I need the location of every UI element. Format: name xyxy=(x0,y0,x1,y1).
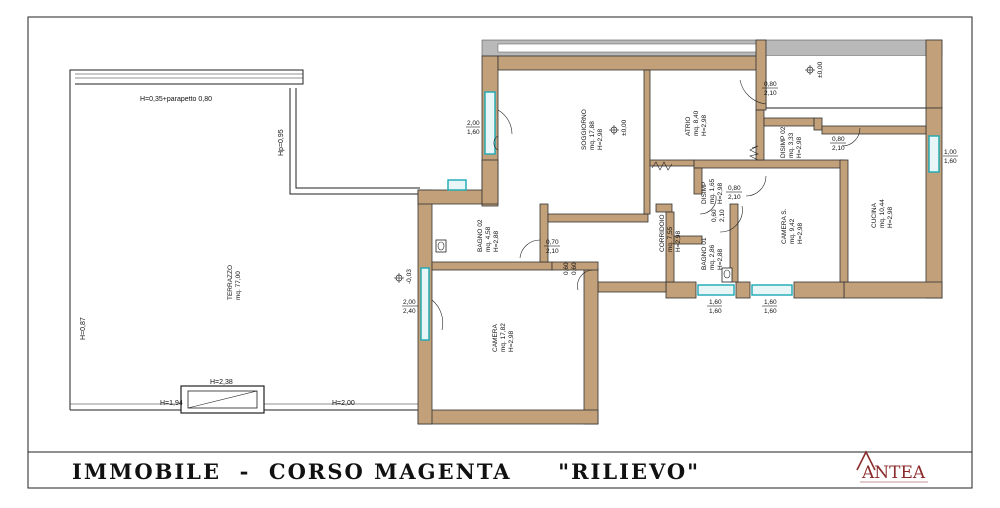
room-name: DISIMP xyxy=(701,182,708,204)
room-height: H=2,98 xyxy=(701,114,708,136)
svg-text:2,40: 2,40 xyxy=(403,308,416,315)
room-height: H=2,98 xyxy=(675,230,682,252)
svg-text:2,10: 2,10 xyxy=(728,194,741,201)
room-terrazzo: TERRAZZO mq. 77,00 xyxy=(227,265,242,300)
dim-080-210-disimp02: 0,80 2,10 xyxy=(830,136,846,152)
room-corridoio: CORRIDOIO mq. 7,55 H=2,98 xyxy=(659,214,682,252)
dim-070-210: 0,70 2,10 xyxy=(544,239,560,255)
terrace-bottom-note-1: H=1,94 xyxy=(160,400,183,407)
svg-text:2,00: 2,00 xyxy=(403,299,416,306)
svg-text:0,80: 0,80 xyxy=(764,81,777,88)
room-area: mq. 10,44 xyxy=(879,199,886,228)
room-area: mq. 1,65 xyxy=(709,178,716,204)
level-marker-terrazzo xyxy=(394,273,404,283)
dim-200-160: 2,00 1,60 xyxy=(466,120,480,136)
room-height: H=2,88 xyxy=(717,248,724,270)
dim-100-160: 1,00 1,60 xyxy=(943,149,958,165)
room-bagno02: BAGNO 02 mq. 4,58 H=2,88 xyxy=(477,219,500,252)
radiator-atrio xyxy=(651,161,673,171)
level-terrazzo: -0,03 xyxy=(406,269,413,284)
svg-text:1,60: 1,60 xyxy=(709,299,722,306)
dim-160-160-camera-s: 1,60 1,60 xyxy=(762,299,777,315)
svg-text:0,60: 0,60 xyxy=(571,262,578,275)
svg-text:1,60: 1,60 xyxy=(944,158,957,165)
room-area: mq. 77,00 xyxy=(235,271,242,300)
room-height: H=2,98 xyxy=(597,128,604,150)
svg-text:1,60: 1,60 xyxy=(764,299,777,306)
room-cucina: CUCINA mq. 10,44 H=2,98 xyxy=(871,199,894,228)
svg-text:0,80: 0,80 xyxy=(728,185,741,192)
room-name: CUCINA xyxy=(871,202,878,228)
room-name: DISIMP 02 xyxy=(780,126,787,158)
terrace-side-note: Hp=0,95 xyxy=(278,129,285,156)
terrace-left-note: H=0,87 xyxy=(80,317,87,340)
antea-logo: ANTEA xyxy=(856,450,928,483)
room-area: mq. 7,55 xyxy=(667,226,674,252)
drawing-title: IMMOBILE - CORSO MAGENTA "RILIEVO" xyxy=(72,459,700,484)
room-soggiorno: SOGGIORNO mq. 17,88 H=2,98 xyxy=(581,109,604,150)
room-name: CAMERA S. xyxy=(781,208,788,244)
logo-text: ANTEA xyxy=(861,463,926,483)
svg-text:1,00: 1,00 xyxy=(944,149,957,156)
svg-text:2,10: 2,10 xyxy=(764,90,777,97)
room-disimp02: DISIMP 02 mq. 3,33 H=2,98 xyxy=(780,126,803,158)
dim-080-210-camera-s: 0,80 2,10 xyxy=(726,185,742,201)
dim-060-060: 0,60 0,60 xyxy=(563,262,578,275)
room-height: H=2,98 xyxy=(717,182,724,204)
sanitary-fixtures xyxy=(435,239,733,283)
room-area: mq. 8,40 xyxy=(693,110,700,136)
svg-text:0,80: 0,80 xyxy=(832,136,845,143)
room-area: mq. 9,42 xyxy=(789,218,796,244)
level-loggia: ±0,00 xyxy=(817,61,824,78)
svg-text:1,60: 1,60 xyxy=(764,308,777,315)
svg-text:0,70: 0,70 xyxy=(546,239,559,246)
door-swings xyxy=(431,79,861,331)
dim-060-210: 0,60 2,10 xyxy=(711,209,726,222)
dim-200-240: 2,00 2,40 xyxy=(402,299,418,315)
radiator-disimp02 xyxy=(749,145,759,161)
svg-text:2,10: 2,10 xyxy=(832,145,845,152)
room-bagno01: BAGNO 01 mq. 2,86 H=2,88 xyxy=(701,237,724,270)
terrace-bottom-note-3: H=2,00 xyxy=(332,400,355,407)
room-area: mq. 4,58 xyxy=(485,226,492,252)
room-camera: CAMERA mq. 17,82 H=2,98 xyxy=(492,323,515,352)
svg-text:2,00: 2,00 xyxy=(467,120,480,127)
level-marker-soggiorno xyxy=(609,125,619,135)
room-height: H=2,98 xyxy=(796,136,803,158)
room-area: mq. 17,88 xyxy=(589,121,596,150)
terrace-area xyxy=(69,69,420,414)
room-name: TERRAZZO xyxy=(227,265,234,300)
room-height: H=2,98 xyxy=(797,222,804,244)
dim-160-160-bagno: 1,60 1,60 xyxy=(707,299,722,315)
windows xyxy=(420,91,940,341)
room-name: ATRIO xyxy=(685,117,692,136)
svg-text:2,10: 2,10 xyxy=(719,209,726,222)
svg-text:0,60: 0,60 xyxy=(711,209,718,222)
level-soggiorno: ±0,00 xyxy=(621,119,628,136)
level-marker-loggia xyxy=(805,65,815,75)
room-height: H=2,88 xyxy=(493,230,500,252)
svg-text:2,10: 2,10 xyxy=(546,248,559,255)
svg-text:0,60: 0,60 xyxy=(563,262,570,275)
terrace-bottom-note-2: H=2,38 xyxy=(210,379,233,386)
room-name: CORRIDOIO xyxy=(659,214,666,252)
room-name: SOGGIORNO xyxy=(581,109,588,150)
svg-text:1,60: 1,60 xyxy=(709,308,722,315)
room-name: BAGNO 01 xyxy=(701,237,708,270)
room-height: H=2,98 xyxy=(887,206,894,228)
room-area: mq. 17,82 xyxy=(500,323,507,352)
room-area: mq. 2,86 xyxy=(709,244,716,270)
room-name: BAGNO 02 xyxy=(477,219,484,252)
room-height: H=2,98 xyxy=(508,330,515,352)
room-name: CAMERA xyxy=(492,324,499,352)
svg-text:1,60: 1,60 xyxy=(467,129,480,136)
room-area: mq. 3,33 xyxy=(788,132,795,158)
room-camera-s: CAMERA S. mq. 9,42 H=2,98 xyxy=(781,208,804,244)
terrace-top-note: H=0,35+parapetto 0,80 xyxy=(140,96,212,103)
dim-080-210-top: 0,80 2,10 xyxy=(762,81,778,97)
room-atrio: ATRIO mq. 8,40 H=2,98 xyxy=(685,110,708,136)
room-disimp: DISIMP mq. 1,65 H=2,98 xyxy=(701,178,724,204)
